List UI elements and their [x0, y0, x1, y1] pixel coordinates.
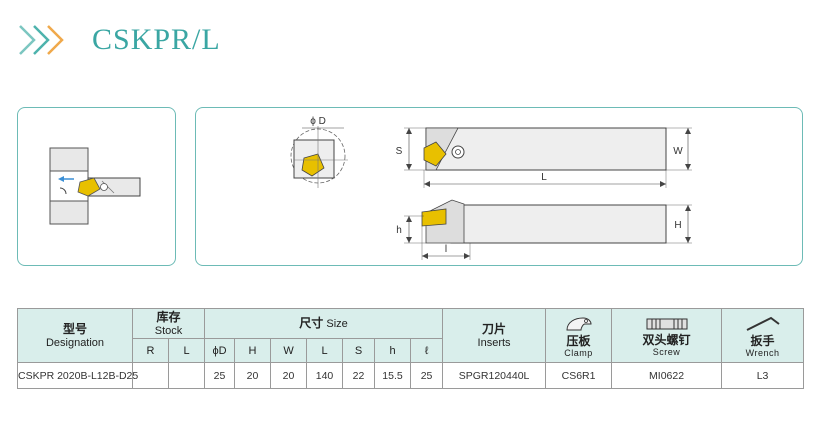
size-ell-header: ℓ [410, 338, 444, 363]
size-h-header: h [374, 338, 412, 363]
l-long-label: L [541, 172, 547, 183]
usage-schematic [49, 147, 141, 225]
size-h-cap-header: H [234, 338, 272, 363]
l-short-label: l [445, 244, 447, 255]
cell-designation: CSKPR 2020B-L12B-D25 [17, 362, 138, 389]
s-label: S [396, 146, 403, 157]
screw-header: 双头螺钉 Screw [611, 308, 723, 363]
cell-w: 20 [270, 362, 308, 389]
cell-wrench: L3 [721, 362, 805, 389]
size-w-header: W [270, 338, 308, 363]
h-upper-label: H [674, 220, 681, 231]
cell-h-cap: 20 [234, 362, 272, 389]
specification-table: 型号 Designation 库存 Stock 尺寸 Size 刀片 Inser… [17, 308, 805, 389]
clamp-icon [566, 316, 592, 330]
dimension-drawing-panel: ϕ D S W [195, 107, 803, 266]
page-title: CSKPR/L [92, 23, 221, 56]
cell-ell: 25 [410, 362, 444, 389]
stock-r-header: R [132, 338, 169, 363]
size-s-header: S [342, 338, 376, 363]
cell-screw: MI0622 [611, 362, 723, 389]
page-header: CSKPR/L [18, 18, 221, 62]
end-view: ϕ D [290, 116, 348, 188]
wrench-icon [746, 316, 780, 331]
h-lower-label: h [396, 225, 402, 236]
size-l-cap-header: L [306, 338, 344, 363]
side-view: H h l [396, 199, 692, 260]
cell-d: 25 [204, 362, 236, 389]
phi-d-label: ϕ D [310, 116, 326, 127]
wrench-header: 扳手 Wrench [721, 308, 805, 363]
triple-chevron-icon [19, 25, 64, 55]
w-label: W [673, 146, 683, 157]
usage-schematic-panel [17, 107, 176, 266]
inserts-header: 刀片 Inserts [442, 308, 547, 363]
cell-l-cap: 140 [306, 362, 344, 389]
top-view: S W L [396, 127, 692, 188]
table-row: CSKPR 2020B-L12B-D25 25 20 20 140 22 15.… [17, 362, 805, 389]
size-d-header: ϕD [204, 338, 236, 363]
cell-clamp: CS6R1 [545, 362, 613, 389]
cell-s: 22 [342, 362, 376, 389]
dimension-drawing: ϕ D S W [290, 116, 692, 260]
clamp-header: 压板 Clamp [545, 308, 613, 363]
cell-stock-l [167, 362, 206, 389]
stock-l-header: L [167, 338, 206, 363]
size-header: 尺寸 Size [204, 308, 444, 339]
cell-h: 15.5 [374, 362, 412, 389]
stock-header: 库存 Stock [131, 308, 206, 339]
cell-inserts: SPGR120440L [442, 362, 547, 389]
screw-icon [646, 318, 688, 329]
designation-header: 型号 Designation [17, 308, 133, 363]
